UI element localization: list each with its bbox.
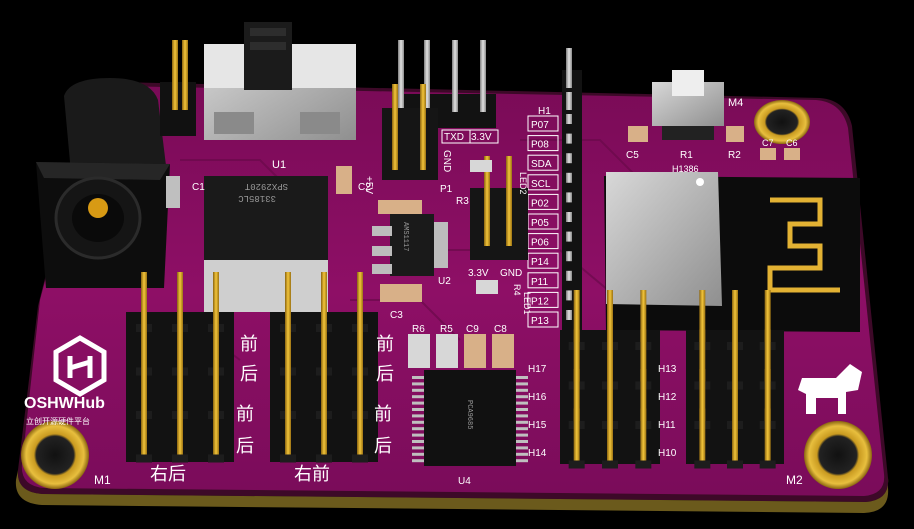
label-c2: C2 [358,182,371,193]
pin-label: P12 [531,296,549,307]
label-3v3-bottom: 3.3V [468,268,489,279]
label-u1: U1 [272,159,286,171]
label-back-2: 后 [236,436,254,456]
servo-label: H16 [528,392,547,403]
svg-text:AMS1117: AMS1117 [401,222,409,251]
label-5v: +5V [363,176,374,194]
label-gnd-p1: GND [441,150,452,172]
label-c1: C1 [192,182,205,193]
label-r2: R2 [728,150,741,161]
header-3v3-gnd: LED2 R3 3.3V GND [456,156,528,279]
label-r6: R6 [412,324,425,335]
pin-label: P11 [531,277,548,288]
pin-label: P13 [531,316,549,327]
dc-power-jack [36,78,180,288]
label-c8: C8 [494,324,507,335]
pin-label-box [527,311,559,328]
push-button: C5 R1 R2 C7 C6 [626,70,800,161]
servo-label: H11 [658,420,676,431]
pin-label-box [527,291,559,308]
servo-label: H15 [528,420,547,431]
label-front-2: 前 [236,404,254,424]
label-back-1: 后 [240,364,258,384]
label-led1: LED1 [522,292,532,315]
label-back-3: 后 [376,364,394,384]
led1-r4: R4 LED1 [476,280,532,315]
logo-text: OSHWHub [24,395,105,412]
label-h1: H1 [538,106,551,117]
label-c3: C3 [390,310,403,321]
servo-label: H10 [658,448,677,459]
pin-label: SCL [531,179,551,190]
label-u2: U2 [438,276,451,287]
dog-mascot-icon [798,364,862,414]
pin-label-box [527,174,559,191]
pin-label: P07 [531,120,549,131]
svg-text:PCA9685: PCA9685 [465,400,473,429]
label-m4: M4 [728,97,743,109]
label-back-4: 后 [374,436,392,456]
label-right-back: 右后 [150,464,186,484]
slide-switch: U1 [204,22,356,171]
label-m1: M1 [94,473,111,487]
pin-label: P05 [531,218,549,229]
label-c5: C5 [626,150,639,161]
mounting-hole-m2: M2 [786,421,872,489]
oshwhub-logo-icon: OSHWHub 立创开源硬件平台 [24,335,107,426]
label-c7: C7 [762,138,774,148]
servo-label: H14 [528,448,547,459]
label-txd: TXD [444,132,464,143]
servo-label: H13 [658,364,677,375]
pin-label: P06 [531,238,549,249]
regulator-u2: AMS1117 U2 C3 [372,200,451,321]
label-c6: C6 [786,138,798,148]
servo-headers [126,272,784,469]
board-edge-gold [15,470,889,513]
pin-label: P08 [531,140,549,151]
label-h1386: H1386 [672,164,699,174]
label-right-front: 右前 [294,464,330,484]
pin-label-box [527,115,559,132]
servo-label: H17 [528,364,547,375]
label-r4: R4 [512,284,522,296]
chinese-labels: 前 后 前 后 前 后 前 后 右后 右前 [150,334,394,484]
pin-label: P14 [531,257,549,268]
pin-label-box [527,252,559,269]
servo-label: H12 [658,392,677,403]
smd-caps-top: C2 +5V [336,166,374,194]
pin-label-box [527,135,559,152]
pin-label-box [527,154,559,171]
mounting-hole-m1: M1 [21,421,111,489]
header-p1: GND P1 [382,84,453,195]
svg-text:33185LC: 33185LC [238,193,276,203]
mounting-hole-m4: M4 [728,97,810,144]
label-c9: C9 [466,324,479,335]
label-r5: R5 [440,324,453,335]
label-r3: R3 [456,196,469,207]
label-u4: U4 [458,476,471,487]
pin-label: P02 [531,198,549,209]
svg-text:SPX2920T: SPX2920T [244,181,288,191]
header-power-2pin [160,40,196,136]
label-front-4: 前 [374,404,392,424]
pin-label: SDA [531,159,552,170]
pin-label-box [527,272,559,289]
wifi-module: H1386 [604,164,860,332]
regulator-u1: SPX2920T 33185LC C1 [192,176,328,312]
label-front-1: 前 [240,334,258,354]
label-led2: LED2 [518,172,528,195]
pwm-driver-u4: PCA9685 U4 R6 R5 C9 C8 [408,324,528,487]
label-p1: P1 [440,184,453,195]
label-r1: R1 [680,150,693,161]
label-3v3: 3.3V [471,132,492,143]
label-m2: M2 [786,473,803,487]
label-gnd-bottom: GND [500,268,522,279]
label-front-3: 前 [376,334,394,354]
logo-subtitle: 立创开源硬件平台 [26,416,90,426]
